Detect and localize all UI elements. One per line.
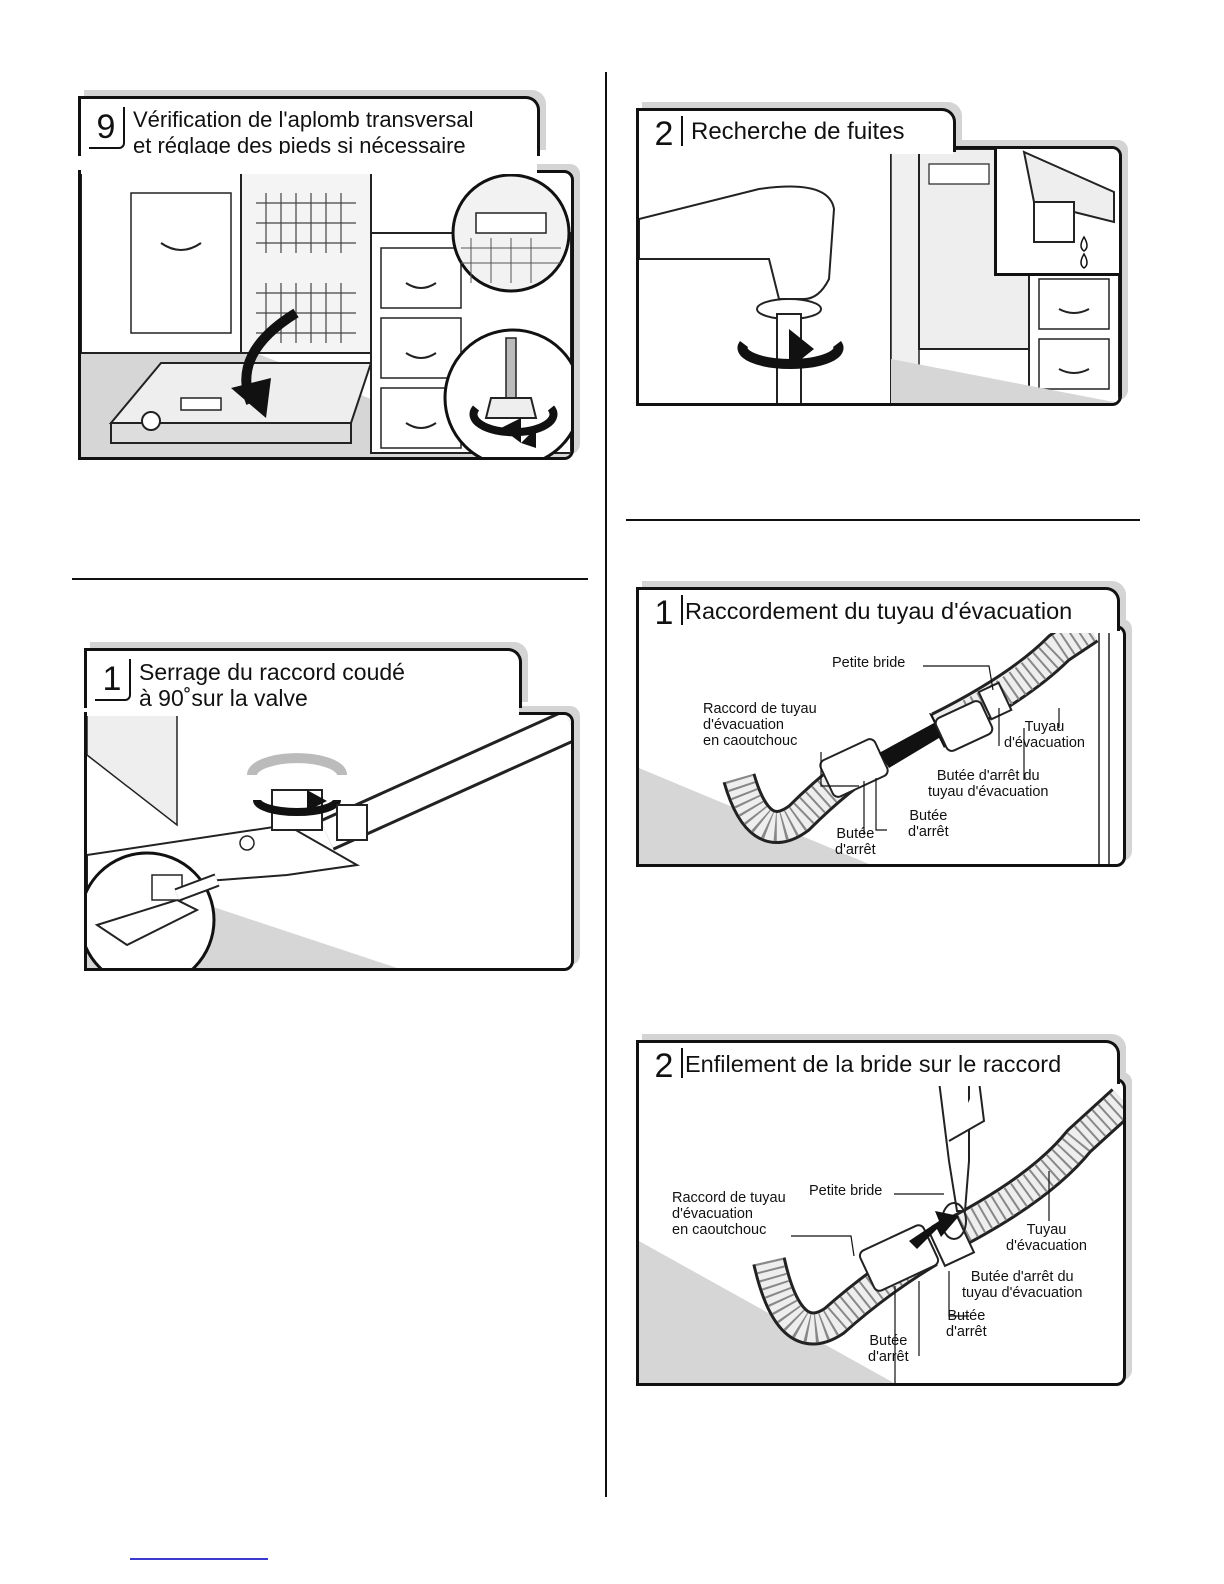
step-9-panel: 9 Vérification de l'aplomb transversal e…: [78, 96, 578, 461]
step-title-line-1: Vérification de l'aplomb transversal: [133, 107, 474, 132]
section-divider-left: [72, 578, 588, 580]
step-title-line-1: Serrage du raccord coudé: [139, 659, 405, 685]
label-hose-stop: Butée d'arrêt du tuyau d'évacuation: [928, 768, 1049, 800]
label-small-clamp: Petite bride: [832, 655, 906, 671]
step-1-drain-illustration-frame: [636, 625, 1126, 867]
step-2-clamp-illustration-frame: [636, 1078, 1126, 1386]
step-title-line-2: et réglage des pieds si nécessaire: [133, 133, 466, 158]
step-2-clamp-title-tab: 2 Enfilement de la bride sur le raccord: [636, 1040, 1120, 1086]
step-9-illustration-frame: [78, 170, 574, 460]
step-1-valve-illustration-frame: [84, 712, 574, 971]
step-1-drain-panel: 1 Raccordement du tuyau d'évacuation Pet…: [636, 587, 1130, 867]
step-2-leaks-panel: 2 Recherche de fuites: [636, 108, 1126, 408]
label-rubber-connector: Raccord de tuyau d'évacuation en caoutch…: [672, 1190, 786, 1238]
label-drain-hose: Tuyau d'évacuation: [1006, 1222, 1087, 1254]
leak-zoom-inset: [994, 149, 1119, 276]
elbow-valve-illustration: [87, 715, 571, 968]
section-divider-right: [626, 519, 1140, 521]
step-title: Raccordement du tuyau d'évacuation: [685, 598, 1073, 624]
dishwasher-level-illustration: [81, 173, 571, 457]
step-9-title-tab: 9 Vérification de l'aplomb transversal e…: [78, 96, 540, 158]
step-1-valve-panel: 1 Serrage du raccord coudé à 90˚sur la v…: [84, 648, 574, 988]
leak-check-illustration: [639, 149, 1119, 403]
step-1-drain-title-tab: 1 Raccordement du tuyau d'évacuation: [636, 587, 1120, 633]
label-stop-right: Butée d'arrêt: [946, 1308, 987, 1340]
label-stop-right: Butée d'arrêt: [908, 808, 949, 840]
label-stop-left: Butée d'arrêt: [835, 826, 876, 858]
step-2-leaks-title-tab: 2 Recherche de fuites: [636, 108, 956, 154]
footer-link-underline[interactable]: [130, 1558, 268, 1560]
drain-hose-connection-illustration: [639, 628, 1110, 864]
label-small-clamp: Petite bride: [809, 1183, 883, 1199]
column-divider: [605, 72, 607, 1497]
step-2-clamp-panel: 2 Enfilement de la bride sur le raccord …: [636, 1040, 1130, 1390]
label-hose-stop: Butée d'arrêt du tuyau d'évacuation: [962, 1269, 1083, 1301]
step-title: Recherche de fuites: [691, 118, 905, 145]
label-stop-left: Butée d'arrêt: [868, 1333, 909, 1365]
clamp-onto-connector-illustration: [639, 1081, 1123, 1383]
label-rubber-connector: Raccord de tuyau d'évacuation en caoutch…: [703, 701, 817, 749]
step-title: Enfilement de la bride sur le raccord: [685, 1051, 1062, 1077]
step-number: 9: [89, 107, 125, 149]
label-drain-hose: Tuyau d'évacuation: [1004, 719, 1085, 751]
step-1-valve-title-tab: 1 Serrage du raccord coudé à 90˚sur la v…: [84, 648, 522, 711]
step-number: 1: [95, 659, 131, 701]
step-2-leaks-illustration-frame: [636, 146, 1122, 406]
